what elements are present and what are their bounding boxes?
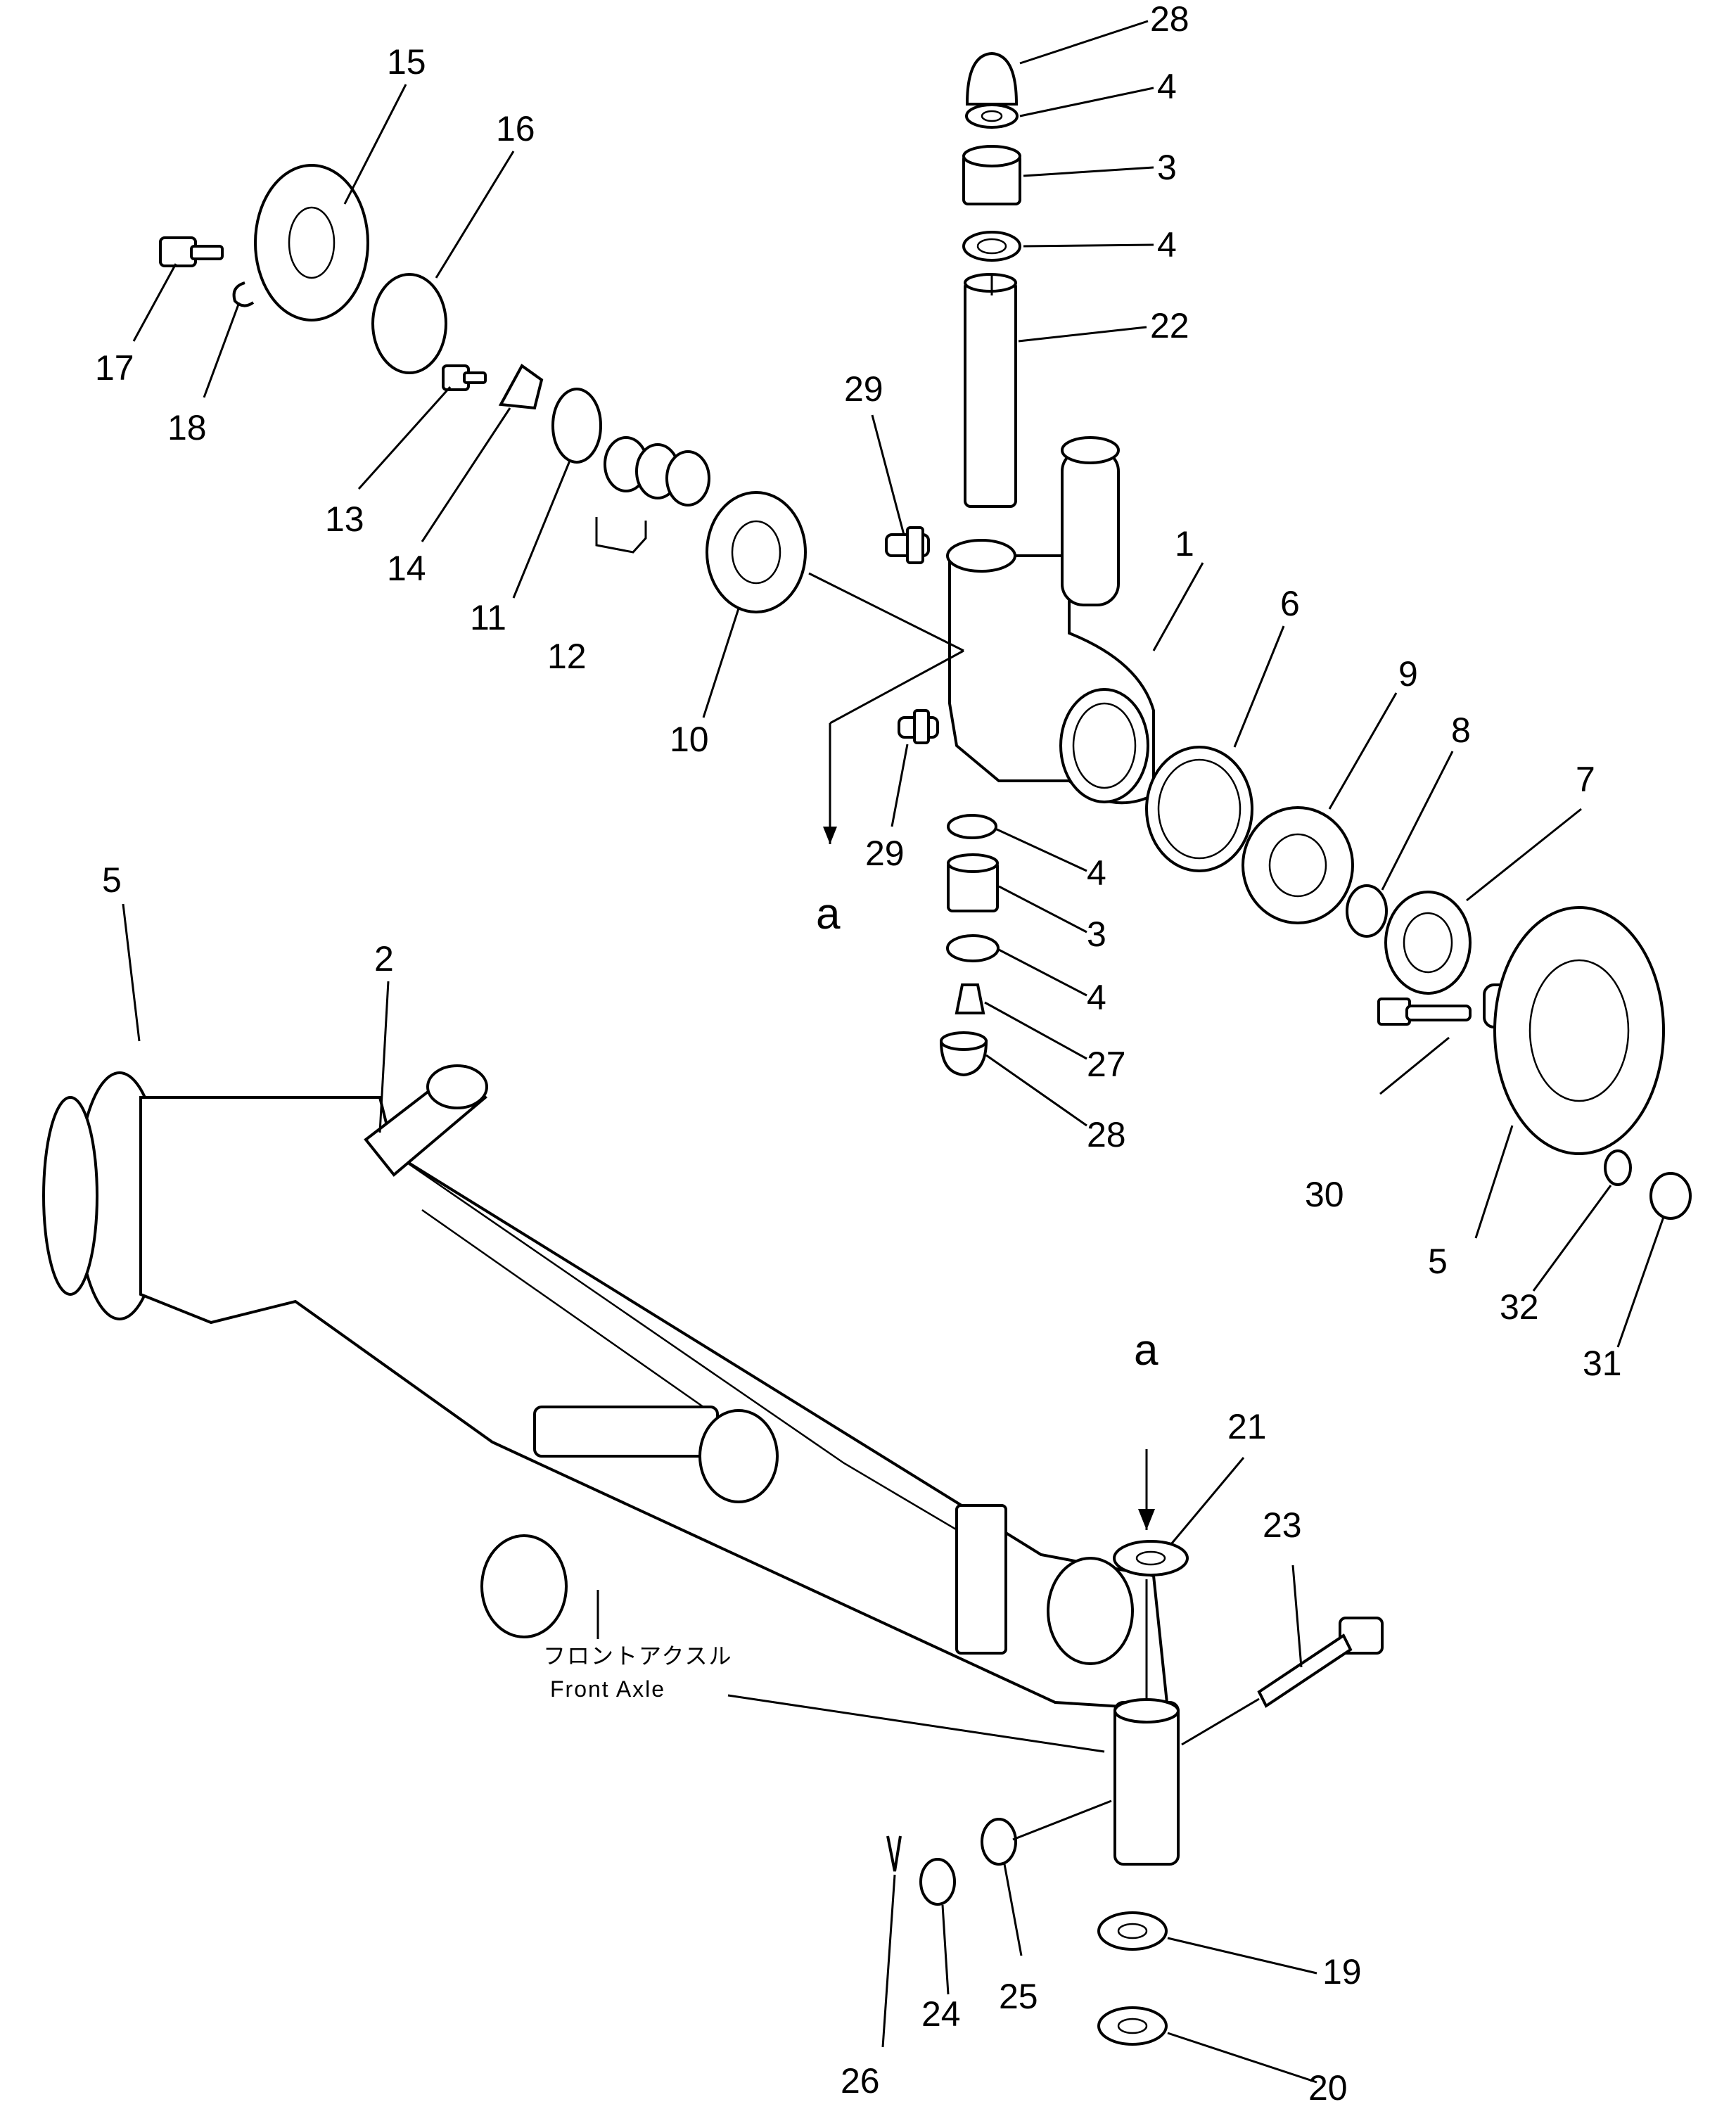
wheel-hub [1483,906,1665,1155]
steering-knuckle [946,436,1155,805]
leader-lines [122,20,1665,2084]
o-ring-large [371,273,447,374]
hub-bolt [1377,998,1472,1026]
castle-nut [919,1858,956,1906]
cotter-pin [886,1835,902,1872]
callout-4-c: 4 [1087,853,1106,893]
view-marker-lower: a [1134,1326,1159,1375]
lock-plate [498,364,544,410]
callout-29-lower: 29 [865,834,905,873]
caption-english: Front Axle [550,1676,665,1702]
grease-nipple [955,983,985,1014]
callout-13: 13 [325,499,364,539]
callout-14: 14 [387,549,426,588]
washer-top [965,103,1019,129]
callout-25: 25 [999,1977,1038,2016]
grease-cap-top [965,51,1019,106]
bearing-race [1145,746,1253,872]
callout-12: 12 [547,637,587,676]
callout-28-bottom: 28 [1087,1115,1126,1154]
tie-rod-arm [364,1064,488,1177]
callout-20: 20 [1308,2068,1348,2105]
callout-7: 7 [1576,760,1595,799]
callout-24: 24 [921,1994,961,2034]
hub-cover [254,164,369,321]
callout-29-upper: 29 [844,369,883,409]
o-ring-small [1346,884,1388,938]
callout-31: 31 [1583,1344,1622,1383]
callout-11: 11 [470,598,506,637]
front-axle-housing [76,1071,1170,1712]
callout-26: 26 [841,2061,880,2101]
callout-3-b: 3 [1087,915,1106,954]
grease-cap-lower [939,1031,988,1077]
hub-washer [1604,1149,1632,1186]
callout-6: 6 [1280,584,1300,623]
callout-4-b: 4 [1157,225,1177,265]
wheel-bearing [1242,806,1354,924]
callout-27: 27 [1087,1045,1126,1084]
bushing-top [962,145,1021,205]
callout-18: 18 [167,408,207,447]
hub-nut [1649,1172,1692,1220]
callout-3-a: 3 [1157,148,1177,187]
callout-5-left: 5 [102,860,122,900]
callout-10: 10 [670,720,709,759]
callout-8: 8 [1451,711,1471,750]
callout-32: 32 [1500,1287,1539,1327]
callout-15: 15 [387,42,426,82]
cover-bolt [159,236,224,267]
pivot-pin [1113,1698,1180,1866]
view-arrow-upper [823,827,837,844]
bushing-lower [947,853,999,912]
shim-set [604,436,710,506]
roller-bearing [706,491,807,613]
callout-5-right: 5 [1428,1242,1448,1281]
callout-2: 2 [374,939,394,979]
oil-seal [1384,891,1472,995]
callout-16: 16 [496,109,535,148]
callout-30: 30 [1305,1175,1344,1214]
grease-fitting-upper [885,526,930,564]
view-arrow-lower [1138,1509,1155,1530]
bearing-top [962,231,1021,262]
nut-washer [981,1818,1017,1866]
plate-bolt [442,364,487,391]
callout-9: 9 [1398,654,1418,694]
hub-flange-left [42,1096,98,1296]
callout-21: 21 [1227,1407,1267,1446]
view-marker-upper: a [816,890,841,938]
lock-washer [232,281,255,307]
washer-lower [947,814,997,839]
grease-fitting-lower [898,709,939,744]
callout-1: 1 [1175,524,1194,563]
pivot-bolt [1257,1617,1384,1708]
thrust-washer [551,388,602,464]
callout-4-d: 4 [1087,978,1106,1017]
callout-23: 23 [1263,1505,1302,1545]
callout-22: 22 [1150,306,1189,345]
spacer-lower [1097,2006,1168,2046]
pivot-washer [1113,1540,1189,1576]
callout-17: 17 [95,348,134,388]
bearing-lower [946,934,1000,962]
kingpin [964,273,1017,508]
spacer-upper [1097,1911,1168,1951]
callout-4-a: 4 [1157,67,1177,106]
caption-japanese: フロントアクスル [543,1643,732,1669]
callout-28-top: 28 [1150,0,1189,39]
callout-19: 19 [1322,1952,1362,1992]
